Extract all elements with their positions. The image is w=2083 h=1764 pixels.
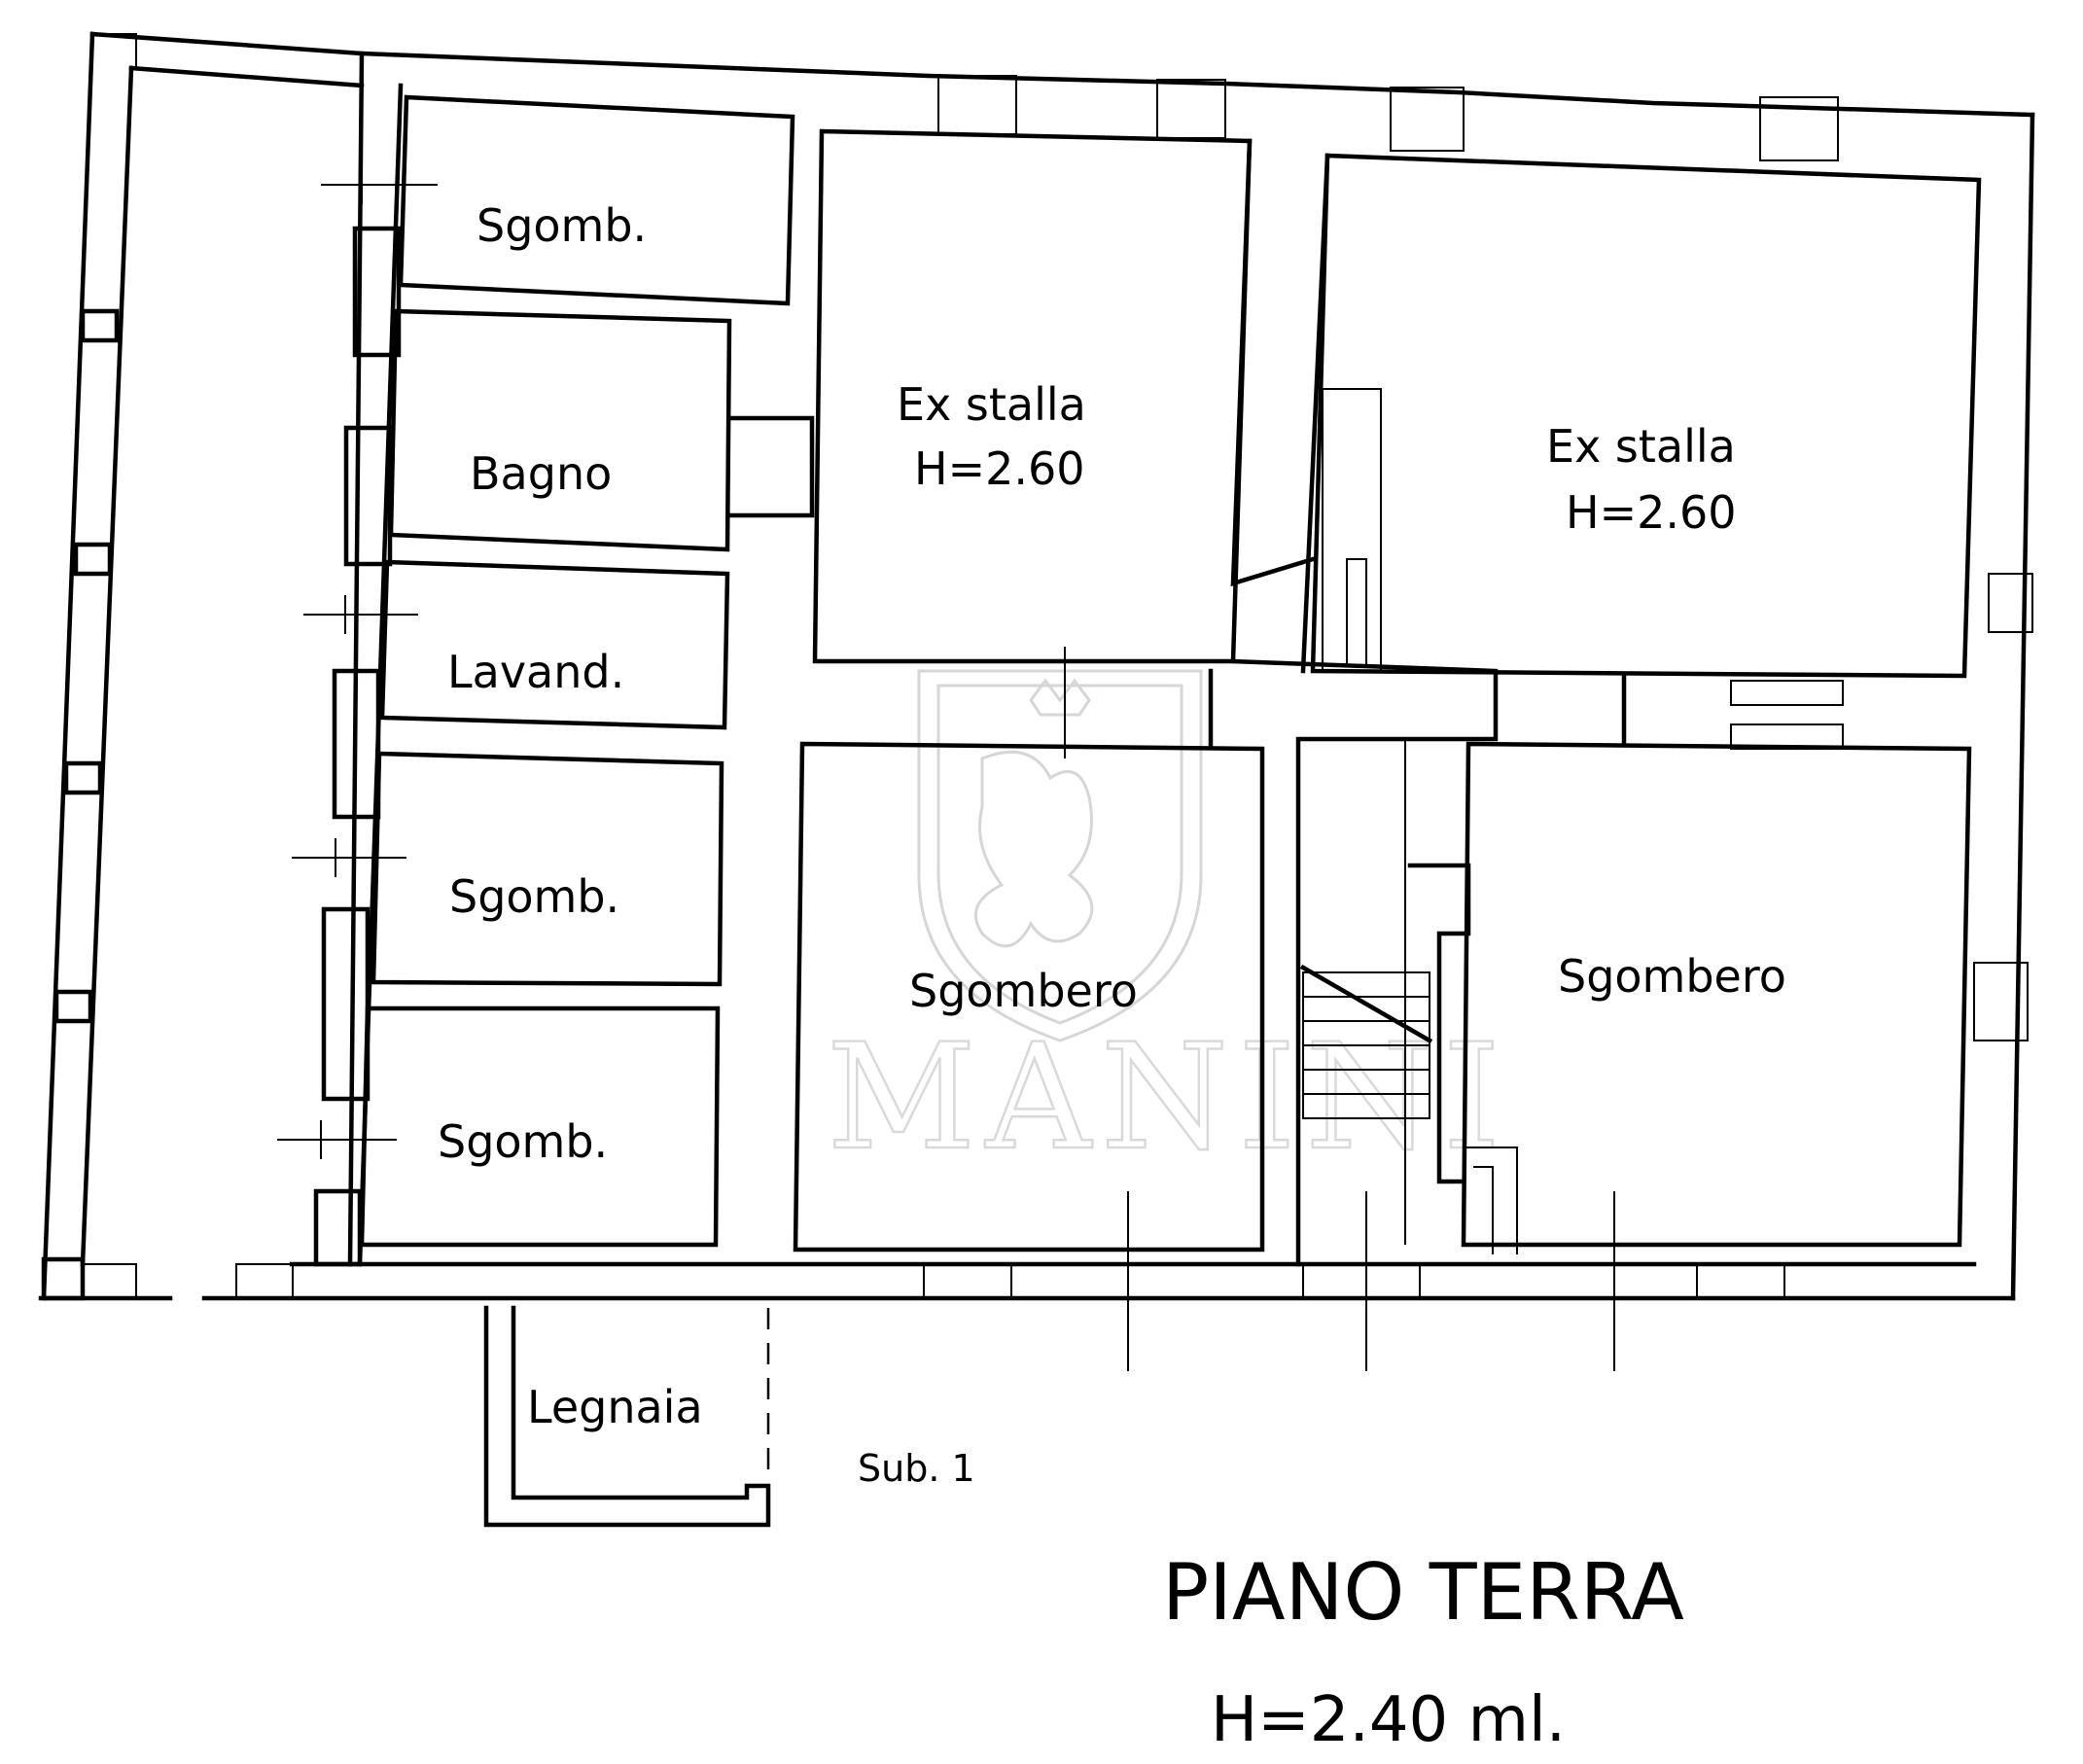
room-label-ex-stalla-2: Ex stalla xyxy=(1546,420,1736,473)
watermark: MANINI xyxy=(826,669,1510,1183)
room-sgombero-2 xyxy=(1461,741,1972,1248)
room-label-sgombero-2: Sgombero xyxy=(1558,950,1786,1003)
floor-title: PIANO TERRA xyxy=(1162,1547,1684,1638)
room-sgomb-3 xyxy=(359,1005,721,1248)
labels: Sgomb. Bagno Lavand. Sgomb. Sgomb. Ex st… xyxy=(438,199,1786,1756)
lion-icon xyxy=(973,750,1094,948)
room-sgomb-1 xyxy=(398,94,795,306)
room-height-ex-stalla-1: H=2.60 xyxy=(914,442,1085,495)
room-label-sgombero-1: Sgombero xyxy=(909,965,1138,1017)
room-ex-stalla-2 xyxy=(1310,153,1982,679)
room-label-sgomb-1: Sgomb. xyxy=(477,199,647,252)
main-rooms xyxy=(793,75,2033,1371)
left-rooms xyxy=(277,94,815,1267)
outer-walls xyxy=(38,31,2035,1301)
room-label-ex-stalla-1: Ex stalla xyxy=(897,378,1086,431)
legnaia-annex xyxy=(483,1305,771,1528)
room-lavand xyxy=(379,559,730,730)
watermark-shield-icon xyxy=(917,669,1203,1042)
room-bagno xyxy=(388,308,732,552)
room-sgomb-2 xyxy=(371,751,724,987)
room-label-bagno: Bagno xyxy=(470,447,612,500)
room-height-ex-stalla-2: H=2.60 xyxy=(1566,486,1737,539)
room-label-legnaia: Legnaia xyxy=(527,1381,703,1433)
staircase xyxy=(1299,739,1518,1254)
room-label-sgomb-2: Sgomb. xyxy=(449,870,619,923)
room-sgombero-1 xyxy=(793,741,1265,1252)
room-label-lavand: Lavand. xyxy=(447,646,624,698)
watermark-text: MANINI xyxy=(827,1013,1510,1182)
room-label-sgomb-3: Sgomb. xyxy=(438,1115,608,1168)
floor-height: H=2.40 ml. xyxy=(1211,1684,1566,1756)
sub-label: Sub. 1 xyxy=(858,1447,975,1490)
